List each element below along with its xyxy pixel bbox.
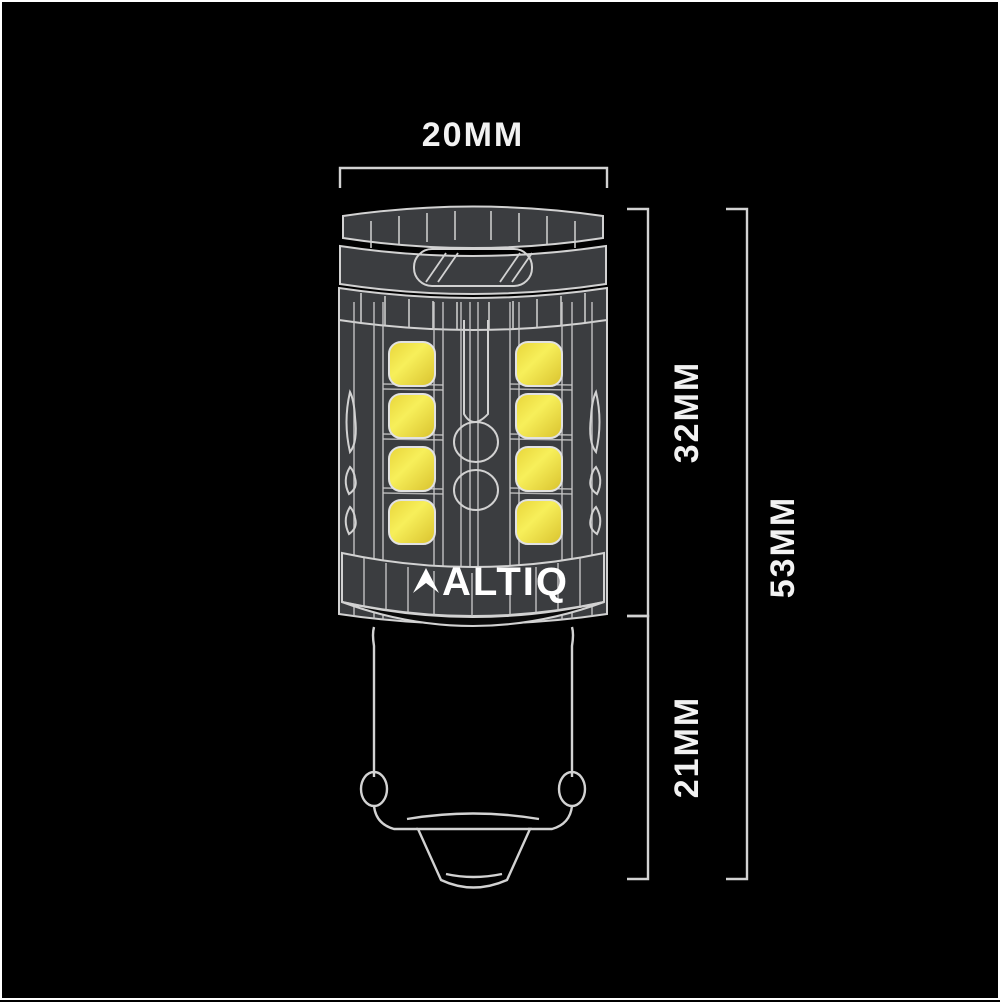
led-chip [388,446,436,492]
led-chip [388,393,436,439]
right-rib-marks [589,389,602,536]
bayonet-pin-right [557,770,587,808]
contact-tip [416,827,532,889]
led-chip [515,499,563,545]
dimension-width-20mm: 20MM [338,116,609,188]
dimension-emitter-32mm: 32MM [627,207,706,618]
bulb-bottom-lip [341,601,605,627]
dimension-label-base: 21MM [668,696,706,798]
led-column-right [515,341,563,545]
led-chip [388,499,436,545]
left-rib-marks [344,389,357,536]
led-chip [515,393,563,439]
bulb-upper-band [339,244,607,295]
dimension-label-emitter: 32MM [668,361,706,463]
led-bulb-illustration: ALTIQ [338,205,608,889]
dimension-base-21mm: 21MM [627,614,706,881]
led-chip [388,341,436,387]
led-chip [515,446,563,492]
bulb-logo-band: ALTIQ [341,551,605,624]
altiq-triangle-icon [413,568,439,593]
led-chip [515,341,563,387]
bayonet-base [359,626,587,889]
dimension-label-width: 20MM [422,116,524,154]
center-channel-detail [453,320,499,511]
brand-wordmark: ALTIQ [442,560,569,604]
dimension-label-total: 53MM [764,496,802,598]
bayonet-pin-left [359,770,389,808]
bulb-top-crown [342,205,604,249]
led-column-left [388,341,436,545]
top-vent-slot [413,248,533,287]
dimension-total-53mm: 53MM [726,207,802,881]
